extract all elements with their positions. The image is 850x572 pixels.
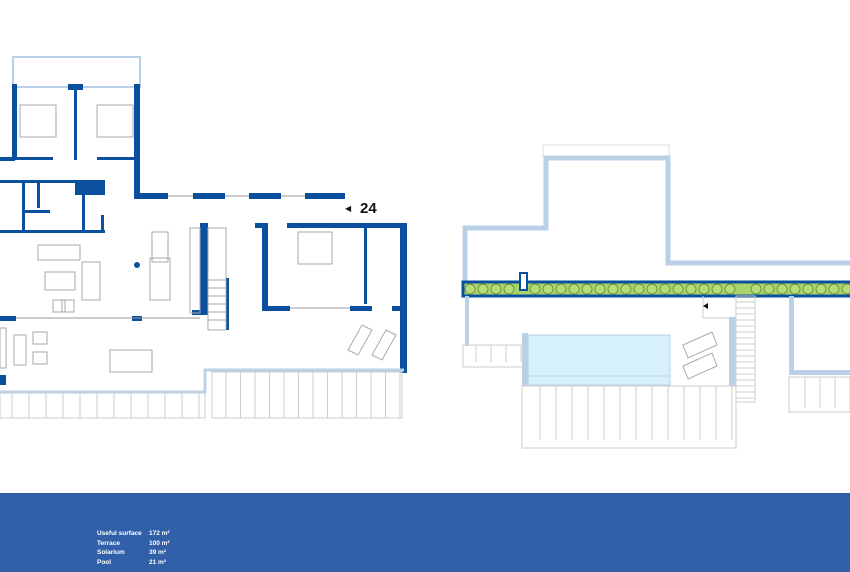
planter-shrub: [633, 283, 645, 295]
legend-value: 172 m²: [149, 530, 170, 537]
planter-shrub: [724, 283, 736, 295]
planter-shrub: [620, 283, 632, 295]
legend-label: Terrace: [97, 539, 121, 547]
planter-shrub: [685, 283, 697, 295]
terrace-edge: [0, 368, 404, 394]
entrance-arrow-icon: ◀: [345, 204, 352, 213]
legend-label: Useful surface: [97, 530, 142, 537]
pool: [527, 334, 671, 386]
planter-shrub: [646, 283, 658, 295]
arrow-icon: [703, 303, 708, 309]
planter-shrub: [659, 283, 671, 295]
info-footer: Useful surface 172 m² Terrace 100 m² Solar…: [0, 493, 850, 572]
planter-shrub: [841, 283, 850, 295]
floor-plan-solarium-level: [461, 144, 850, 449]
floor-plan-main-level: [0, 56, 407, 419]
planter-shrub: [711, 283, 723, 295]
planter-shrub: [464, 283, 476, 295]
balcony-outline: [12, 56, 141, 88]
roof-outline: [462, 155, 850, 296]
windows: [16, 195, 350, 319]
planter-shrub: [698, 283, 710, 295]
planter-shrub: [815, 283, 827, 295]
legend-value: 21 m²: [149, 558, 166, 566]
planter-shrub: [555, 283, 567, 295]
planter-shrub: [828, 283, 840, 295]
planter-shrub: [789, 283, 801, 295]
planter-shrub: [529, 283, 541, 295]
stairs: [207, 227, 227, 331]
railing: [211, 371, 403, 419]
planter-shrub: [542, 283, 554, 295]
planter-shrub: [503, 283, 515, 295]
planter-shrub: [490, 283, 502, 295]
planter-shrub: [594, 283, 606, 295]
railing: [0, 391, 206, 419]
railing: [462, 344, 524, 368]
legend-label: Solarium: [97, 549, 125, 557]
sunloungers: [682, 331, 718, 380]
floor-plan-drawing: [0, 56, 850, 449]
legend-value: 39 m²: [149, 549, 166, 557]
planter-shrub: [802, 283, 814, 295]
planter-shrub: [568, 283, 580, 295]
column: [134, 262, 140, 268]
planter-shrub: [750, 283, 762, 295]
planter-shrub: [607, 283, 619, 295]
furniture: [0, 104, 397, 373]
planter-shrub: [672, 283, 684, 295]
planter-shrub: [776, 283, 788, 295]
stairs: [735, 295, 756, 403]
planter-shrub: [763, 283, 775, 295]
legend-label: Pool: [97, 558, 112, 566]
legend-row-terrace: Terrace 100 m²: [97, 539, 170, 549]
walls: [0, 84, 407, 385]
legend-row-solarium: Solarium 39 m²: [97, 548, 170, 558]
unit-number-label: 24: [360, 200, 377, 217]
legend-row-useful-surface: Useful surface 172 m²: [97, 529, 170, 539]
railing: [521, 385, 737, 449]
legend-row-pool: Pool 21 m²: [97, 558, 170, 568]
surface-legend: Useful surface 172 m² Terrace 100 m² Solar…: [97, 529, 170, 567]
planter-shrub: [477, 283, 489, 295]
planter-shrub: [581, 283, 593, 295]
legend-value: 100 m²: [149, 539, 170, 547]
